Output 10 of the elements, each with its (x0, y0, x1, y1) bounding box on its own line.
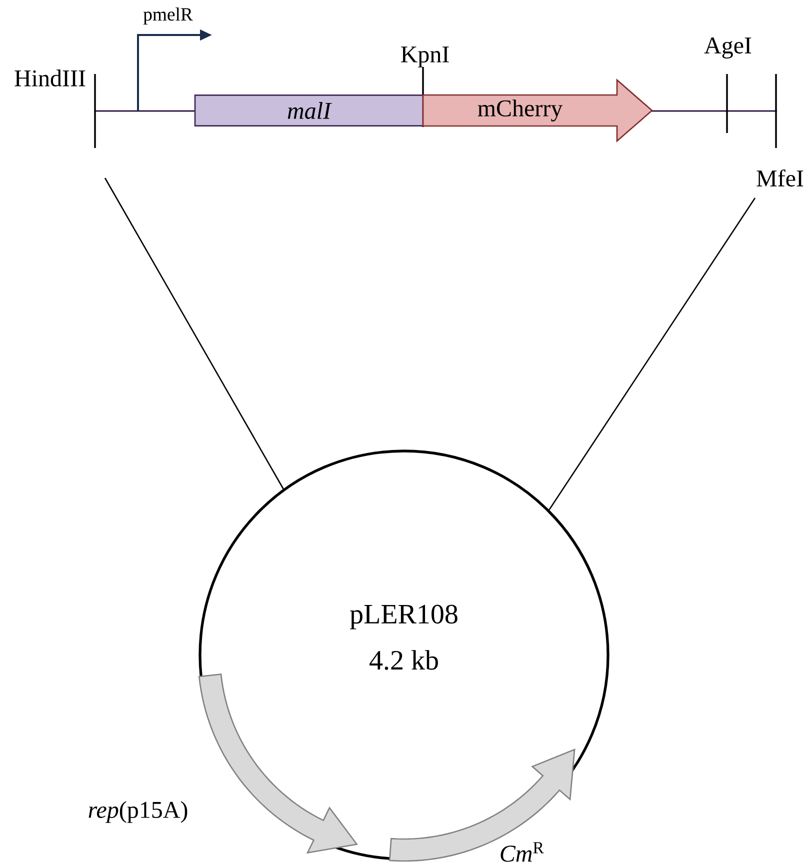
gene-label: rep(p15A) (88, 801, 188, 823)
site-label: AgeI (704, 37, 752, 59)
zoom-line (548, 198, 756, 510)
gene-label: Cm$^{R}$ (500, 842, 544, 862)
site-label: pmelR (143, 8, 193, 24)
site-label: HindIII (14, 70, 86, 86)
site-label: KpnI (401, 46, 449, 68)
gene-box: malI (194, 94, 424, 126)
site-label: MfeI (756, 169, 804, 187)
zoom-line (104, 178, 284, 490)
